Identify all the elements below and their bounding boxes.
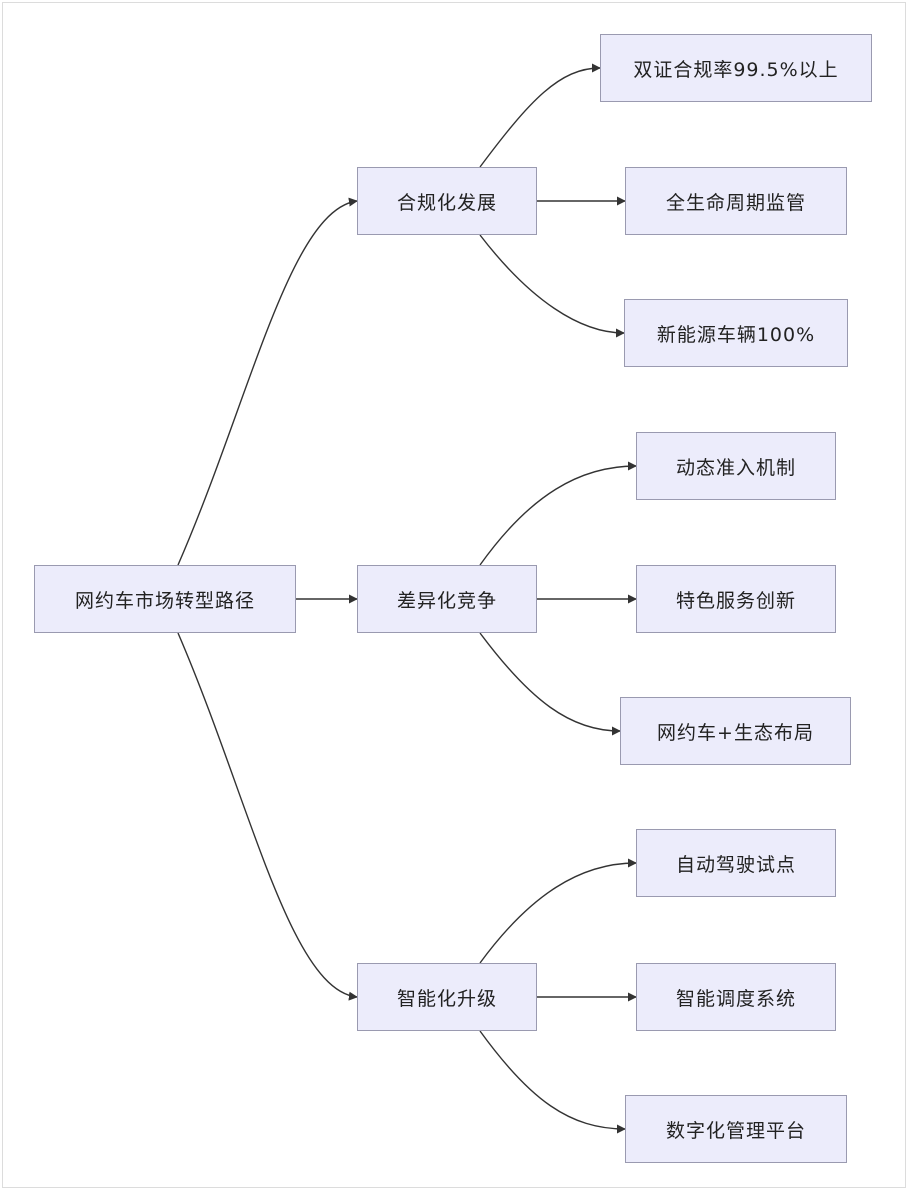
- edge-branch-3-child-1: [479, 858, 637, 964]
- root-node: 网约车市场转型路径: [34, 565, 296, 633]
- branch-node-3: 智能化升级: [357, 963, 537, 1031]
- leaf-node-1-1: 双证合规率99.5%以上: [600, 34, 872, 102]
- edge-branch-1-child-3: [479, 234, 625, 338]
- branch-node-2: 差异化竞争: [357, 565, 537, 633]
- edge-root-branch-1: [177, 197, 358, 566]
- branch-node-1: 合规化发展: [357, 167, 537, 235]
- leaf-node-2-1: 动态准入机制: [636, 432, 836, 500]
- edge-branch-3-child-3: [479, 1030, 626, 1134]
- edge-root-branch-3: [177, 632, 358, 1001]
- leaf-node-3-2: 智能调度系统: [636, 963, 836, 1031]
- leaf-node-1-2: 全生命周期监管: [625, 167, 847, 235]
- leaf-node-2-2: 特色服务创新: [636, 565, 836, 633]
- edge-branch-2-child-3: [479, 632, 621, 736]
- leaf-node-2-3: 网约车+生态布局: [620, 697, 851, 765]
- leaf-node-3-1: 自动驾驶试点: [636, 829, 836, 897]
- leaf-node-3-3: 数字化管理平台: [625, 1095, 847, 1163]
- leaf-node-1-3: 新能源车辆100%: [624, 299, 848, 367]
- edge-branch-1-child-1: [479, 63, 601, 168]
- edge-branch-2-child-1: [479, 461, 637, 566]
